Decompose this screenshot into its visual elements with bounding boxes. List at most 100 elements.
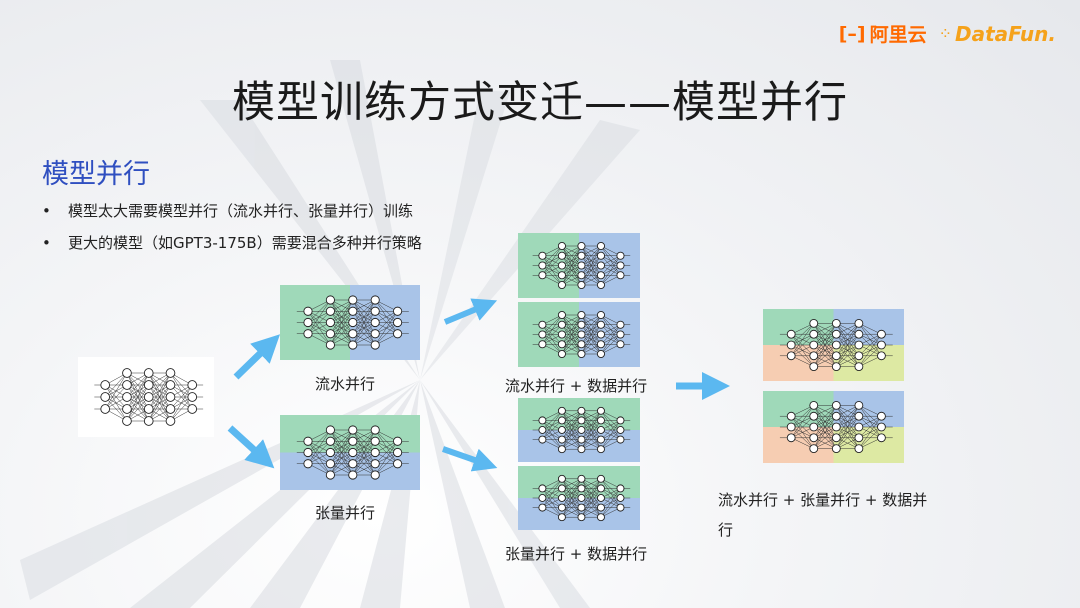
edge — [581, 410, 602, 440]
neuron — [303, 306, 313, 316]
edge — [542, 245, 563, 266]
neuron — [831, 422, 841, 432]
neuron — [616, 251, 625, 260]
neuron — [786, 329, 796, 339]
neuron — [616, 503, 625, 512]
neuron — [393, 459, 403, 469]
neuron — [165, 404, 176, 414]
edge — [105, 372, 128, 398]
edge — [374, 441, 398, 476]
neuron — [538, 320, 547, 329]
edge — [330, 429, 353, 453]
edge — [813, 426, 837, 449]
page-title: 模型训练方式变迁——模型并行 — [232, 78, 848, 128]
neuron — [538, 416, 547, 425]
edge — [600, 488, 621, 508]
edge — [542, 314, 563, 345]
edge — [307, 299, 331, 334]
edge — [148, 396, 171, 422]
neuron — [854, 318, 864, 328]
edge — [581, 324, 602, 355]
neuron — [877, 433, 886, 443]
edge — [791, 334, 814, 356]
neuron — [370, 436, 380, 446]
edge — [813, 416, 837, 449]
neuron — [831, 444, 841, 454]
neuron — [596, 406, 605, 415]
edge — [542, 420, 563, 440]
neuron — [538, 484, 547, 493]
neuron — [831, 351, 841, 361]
neuron — [596, 241, 605, 251]
edge — [600, 255, 621, 276]
neuron — [596, 416, 605, 425]
edge — [600, 265, 621, 286]
neuron — [786, 351, 796, 361]
neuron — [325, 306, 335, 316]
neuron — [596, 426, 605, 434]
caption-tensor-data: 张量并行 + 数据并行 — [505, 545, 648, 563]
neuron — [577, 445, 586, 454]
neuron — [325, 459, 335, 469]
neuron — [325, 340, 335, 350]
edge — [542, 324, 563, 345]
neuron — [187, 392, 198, 402]
neuron — [809, 400, 819, 410]
edge — [170, 384, 193, 422]
edge — [858, 426, 882, 449]
neuron — [616, 494, 625, 502]
neuron — [877, 329, 886, 339]
neuron — [831, 362, 841, 372]
edge — [148, 372, 171, 410]
neuron — [577, 513, 586, 522]
edge — [561, 478, 582, 508]
neuron — [854, 340, 864, 350]
edge — [375, 452, 398, 476]
neuron — [348, 425, 358, 435]
neuron — [809, 329, 819, 339]
datafun-logo-text: DataFun. — [955, 21, 1056, 46]
neuron — [786, 433, 796, 443]
neuron — [577, 241, 586, 251]
neuron — [348, 317, 358, 328]
edge — [542, 410, 563, 440]
neuron — [854, 362, 864, 372]
neuron — [325, 295, 335, 305]
neuron — [100, 404, 111, 414]
neuron — [557, 261, 566, 270]
nn-tensor — [280, 415, 420, 490]
edge — [126, 384, 149, 422]
neuron — [577, 271, 586, 280]
neuron — [538, 426, 547, 434]
neuron — [557, 435, 566, 444]
edge — [600, 420, 621, 450]
edge — [858, 416, 882, 449]
edge — [105, 384, 128, 410]
neuron — [325, 447, 335, 458]
edge — [330, 322, 353, 346]
edge — [307, 299, 331, 323]
edge — [561, 429, 582, 450]
edge — [813, 344, 837, 367]
neuron — [616, 426, 625, 434]
edge — [561, 420, 582, 450]
neuron — [370, 470, 380, 480]
neuron — [370, 425, 380, 435]
edge — [352, 299, 376, 334]
neuron — [596, 251, 605, 260]
edge — [836, 323, 860, 367]
neuron — [557, 445, 566, 454]
neuron — [831, 411, 841, 421]
neuron — [577, 484, 586, 493]
edge — [581, 478, 602, 518]
neuron — [370, 447, 380, 458]
edge — [581, 478, 602, 499]
edge — [352, 299, 376, 323]
aliyun-bracket-icon: [–] — [838, 22, 866, 45]
neuron — [143, 380, 154, 390]
edge — [352, 311, 376, 346]
neuron — [596, 320, 605, 329]
neuron — [370, 295, 380, 305]
neuron — [348, 436, 358, 446]
edge — [542, 255, 563, 276]
